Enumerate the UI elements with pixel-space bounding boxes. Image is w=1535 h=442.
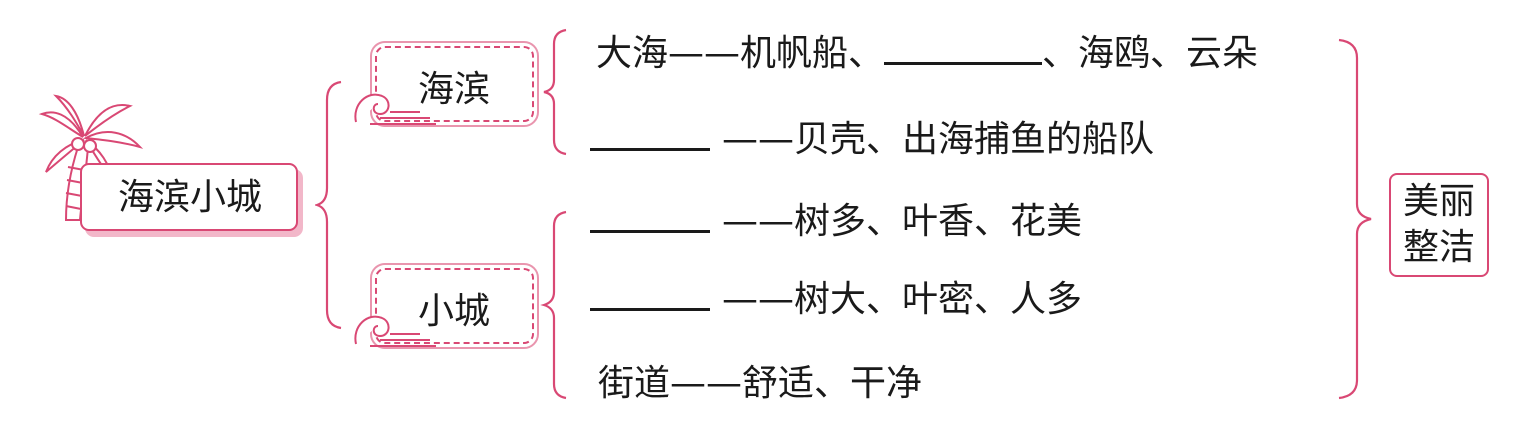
brace-branch-2: [540, 210, 570, 400]
detail-line: 街道——舒适、干净: [598, 362, 922, 406]
detail-text: 街道——舒适、干净: [598, 363, 922, 404]
branch-label-1: 海滨: [418, 68, 490, 112]
fill-in-blank[interactable]: [590, 302, 710, 311]
brace-result: [1335, 38, 1375, 400]
detail-text: ——树多、叶香、花美: [722, 201, 1082, 242]
detail-text: 、海鸥、云朵: [1042, 33, 1258, 74]
brace-branch-1: [540, 28, 570, 156]
result-line-2: 整洁: [1403, 225, 1475, 271]
detail-line: 大海——机帆船、 、海鸥、云朵: [596, 32, 1258, 76]
brace-root: [315, 80, 345, 330]
root-node-label: 海滨小城: [118, 176, 262, 220]
fill-in-blank[interactable]: [590, 224, 710, 233]
branch-label-2: 小城: [418, 290, 490, 334]
detail-line: ——树多、叶香、花美: [590, 200, 1082, 244]
detail-line: ——树大、叶密、人多: [590, 278, 1082, 322]
detail-text: ——贝壳、出海捕鱼的船队: [722, 119, 1154, 160]
detail-line: ——贝壳、出海捕鱼的船队: [590, 118, 1154, 162]
detail-text: 大海——机帆船、: [596, 33, 884, 74]
result-box: 美丽 整洁: [1389, 173, 1489, 277]
result-line-1: 美丽: [1403, 179, 1475, 225]
detail-text: ——树大、叶密、人多: [722, 279, 1082, 320]
fill-in-blank[interactable]: [884, 56, 1042, 65]
fill-in-blank[interactable]: [590, 142, 710, 151]
